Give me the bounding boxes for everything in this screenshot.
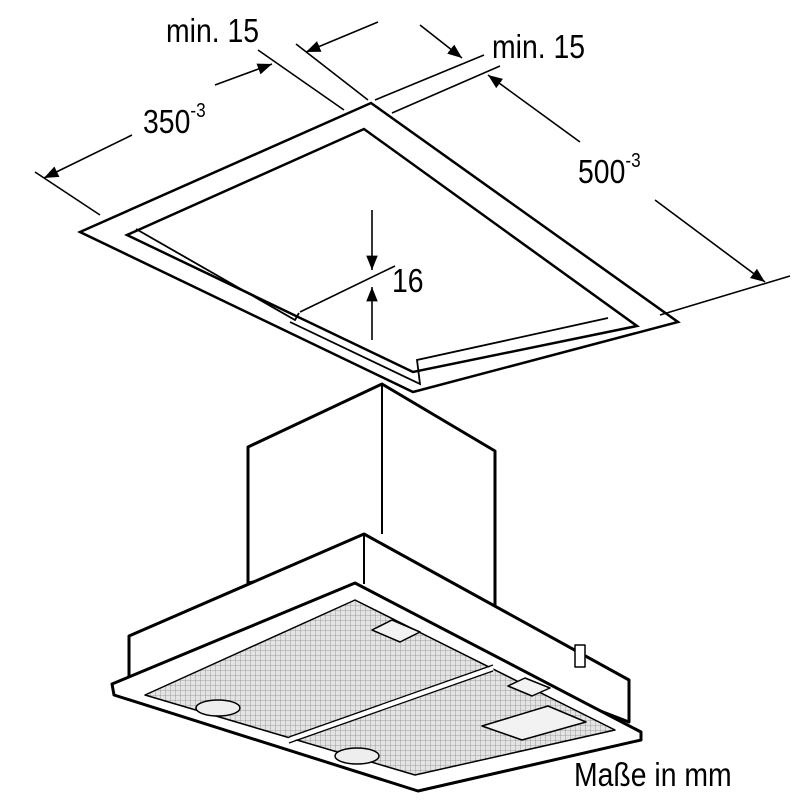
filter-handle-2	[507, 677, 551, 697]
switch	[574, 644, 586, 668]
light-left	[195, 699, 241, 717]
dim-width-350: 350-3	[143, 101, 206, 140]
dim-min15-left: min. 15	[166, 12, 260, 49]
range-hood	[110, 382, 643, 793]
control-panel	[481, 705, 587, 741]
dim-min15-right: min. 15	[492, 28, 586, 65]
arrow-min15-right	[419, 24, 463, 59]
light-right	[334, 747, 380, 765]
arrow-350-left	[43, 134, 133, 179]
dim-width-value: 350	[143, 103, 191, 140]
dim-ledge-16: 16	[392, 262, 424, 299]
arrow-350-right	[214, 63, 273, 86]
ceiling-cutout	[77, 101, 681, 394]
dimension-lines	[34, 21, 791, 340]
arrow-500-bottom	[654, 199, 766, 283]
caption-units: Maße in mm	[574, 756, 732, 793]
arrow-min15-left	[305, 21, 379, 53]
arrow-500-top	[487, 74, 581, 143]
dim-depth-500: 500-3	[578, 151, 641, 190]
dim-depth-value: 500	[578, 153, 626, 190]
dim-depth-tolerance: -3	[625, 150, 641, 172]
dim-width-tolerance: -3	[190, 100, 206, 122]
filter-handle-1	[371, 619, 421, 643]
